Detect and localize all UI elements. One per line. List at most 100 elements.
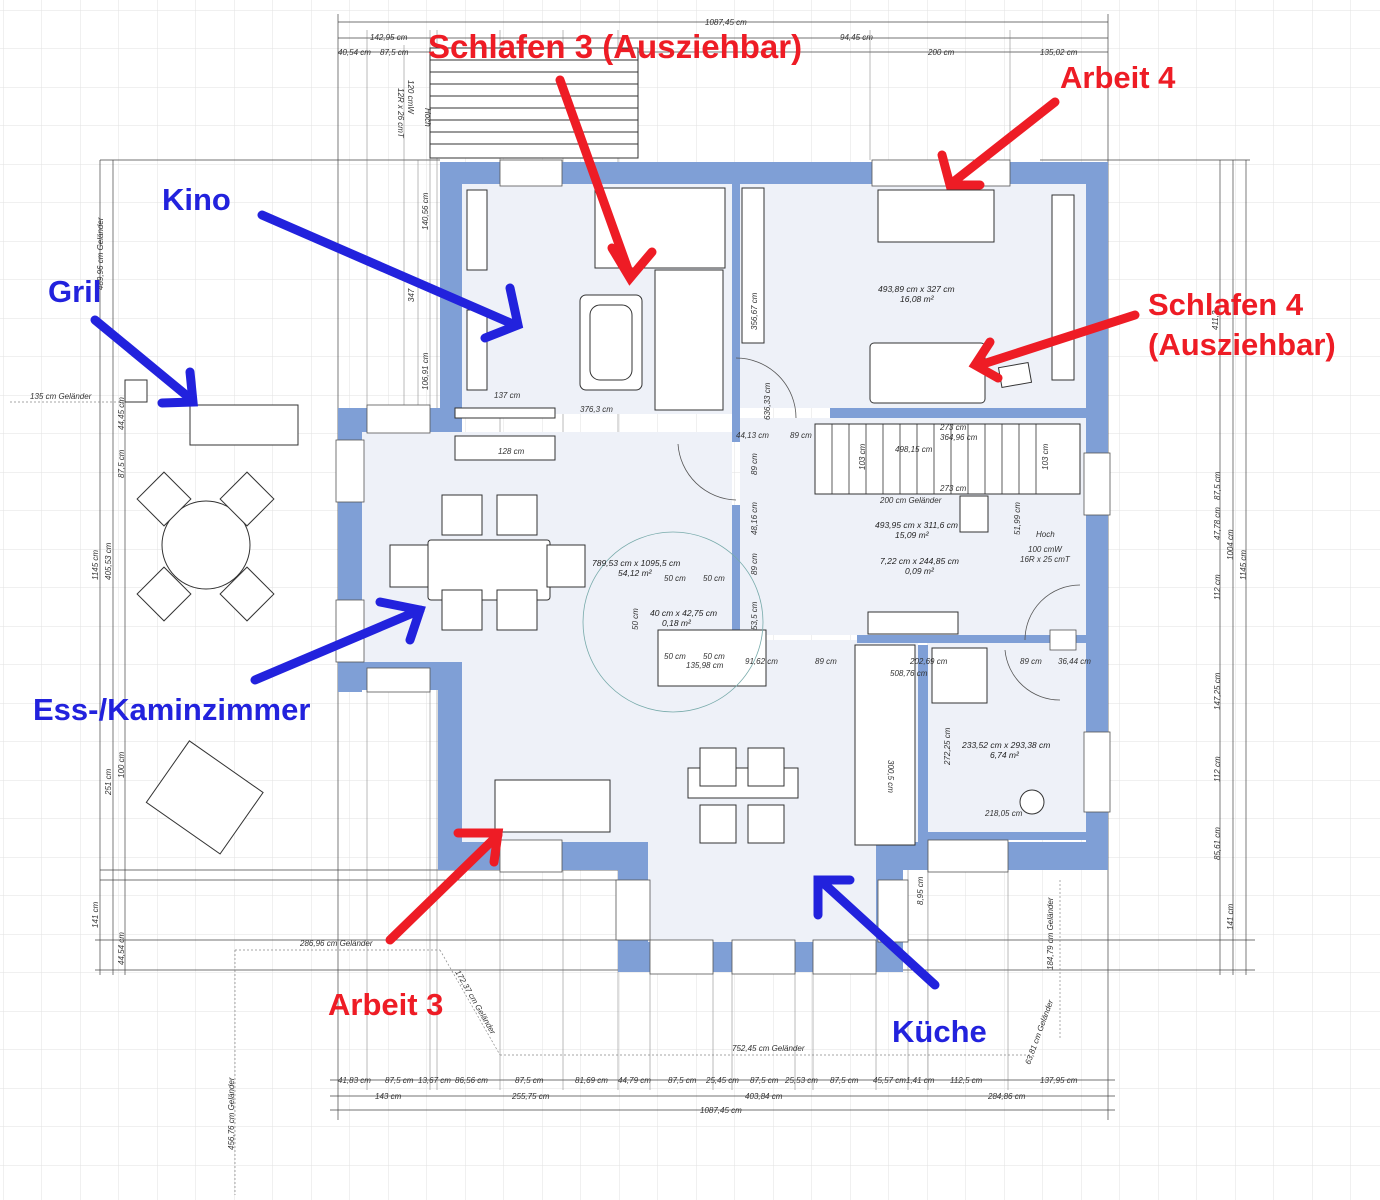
- room-flur-size: 493,95 cm x 311,6 cm: [875, 520, 958, 530]
- room-bad-size: 233,52 cm x 293,38 cm: [961, 740, 1050, 750]
- dim-r-4778: 47,78 cm: [1213, 507, 1222, 540]
- dim-top-e: 200 cm: [927, 48, 955, 57]
- dim-left-rail-top: 489,96 cm Geländer: [96, 217, 105, 290]
- label-arbeit4: Arbeit 4: [1060, 60, 1176, 95]
- room-main-size: 789,53 cm x 1095,5 cm: [592, 558, 680, 568]
- dim-b-28486: 284,86 cm: [987, 1092, 1026, 1101]
- dim-left-1145: 1145 cm: [91, 550, 100, 580]
- arrowhead-kino: [480, 283, 524, 343]
- arrowhead-arbeit3: [453, 828, 504, 867]
- arrow-kino: [257, 210, 520, 330]
- dim-63633: 636,33 cm: [763, 382, 772, 420]
- dim-left-rail-mid: 135 cm Geländer: [30, 392, 92, 401]
- room-flur-area: 15,09 m²: [895, 530, 930, 540]
- dim-50876: 508,76 cm: [890, 669, 928, 678]
- dim-50a: 50 cm: [664, 574, 686, 583]
- dim-89c: 89 cm: [750, 553, 759, 575]
- arrow-arbeit4: [947, 97, 1060, 188]
- dim-3005: 300,5 cm: [886, 760, 895, 793]
- dim-89e: 89 cm: [1020, 657, 1042, 666]
- dim-b-875b: 87,5 cm: [515, 1076, 544, 1085]
- dim-b-875e: 87,5 cm: [830, 1076, 859, 1085]
- arrow-schlafen3: [555, 75, 635, 280]
- dim-b-143: 143 cm: [375, 1092, 402, 1101]
- dim-left-4445: 44,45 cm: [117, 397, 126, 430]
- dim-20269: 202,69 cm: [909, 657, 948, 666]
- door-arcs: [582, 357, 1081, 713]
- dim-49815: 498,15 cm: [895, 445, 933, 454]
- dim-left-40553: 405,53 cm: [104, 542, 113, 580]
- arrow-arbeit3: [385, 830, 503, 945]
- dim-stair-top-2: 12R x 26 cmT: [396, 88, 405, 139]
- label-ess-kaminzimmer: Ess-/Kaminzimmer: [33, 692, 310, 727]
- gel-45676: 456,76 cm Geländer: [227, 1077, 236, 1150]
- dim-5199: 51,99 cm: [1013, 502, 1022, 535]
- arrowhead-arbeit4: [937, 150, 985, 190]
- dim-50c: 50 cm: [664, 652, 686, 661]
- dim-left-875: 87,5 cm: [117, 449, 126, 478]
- dim-top-a: 142,95 cm: [370, 33, 408, 42]
- dim-50d: 50 cm: [703, 652, 725, 661]
- label-kino: Kino: [162, 182, 231, 217]
- label-gril: Gril: [48, 274, 101, 309]
- dim-b-875c: 87,5 cm: [668, 1076, 697, 1085]
- room-arbeit4-size: 493,89 cm x 327 cm: [878, 284, 955, 294]
- dim-10691: 106,91 cm: [421, 352, 430, 390]
- dimension-labels: 1087,45 cm 142,95 cm 94,45 cm 40,54 cm 8…: [30, 18, 1248, 1150]
- dim-r-112b: 112 cm: [1213, 756, 1222, 782]
- room-island-size: 40 cm x 42,75 cm: [650, 608, 717, 618]
- dim-4413: 44,13 cm: [736, 431, 769, 440]
- dim-3644: 36,44 cm: [1058, 657, 1091, 666]
- dim-top-c: 40,54 cm: [338, 48, 371, 57]
- dim-b-875a: 87,5 cm: [385, 1076, 414, 1085]
- dim-r-1004: 1004 cm: [1226, 529, 1235, 560]
- dim-stair-r-2: 100 cmW: [1028, 545, 1063, 554]
- dim-stair-top-3: Hoch: [423, 108, 432, 127]
- gel-28696: 286,96 cm Geländer: [299, 939, 373, 948]
- dim-50e: 50 cm: [631, 608, 640, 630]
- stairs-top: [429, 47, 639, 159]
- dim-103a: 103 cm: [858, 443, 867, 470]
- arrowhead-ess: [375, 597, 426, 645]
- arrow-kuche: [815, 875, 940, 990]
- dim-top-total: 1087,45 cm: [705, 18, 747, 27]
- red-arrows: [385, 75, 1140, 945]
- dim-3763: 376,3 cm: [580, 405, 613, 414]
- arrow-gril: [90, 315, 197, 405]
- dim-b-2553: 25,53 cm: [784, 1076, 818, 1085]
- dim-b-8169: 81,69 cm: [575, 1076, 608, 1085]
- dim-b-141: 1,41 cm: [906, 1076, 935, 1085]
- arrowhead-schlafen3: [607, 243, 657, 286]
- dim-36496: 364,96 cm: [940, 433, 978, 442]
- arrow-ess: [250, 605, 425, 685]
- dim-103b: 103 cm: [1041, 443, 1050, 470]
- gel-75245: 752,45 cm Geländer: [732, 1044, 805, 1053]
- dim-35667: 356,67 cm: [750, 292, 759, 330]
- label-schlafen3: Schlafen 3 (Ausziehbar): [428, 28, 802, 65]
- dim-b-40384: 403,84 cm: [745, 1092, 783, 1101]
- dim-89a: 89 cm: [790, 431, 812, 440]
- dim-b-13795: 137,95 cm: [1040, 1076, 1078, 1085]
- dim-50b: 50 cm: [703, 574, 725, 583]
- dim-stair-top-1: 120 cmW: [406, 80, 415, 115]
- dim-b-2545: 25,45 cm: [705, 1076, 739, 1085]
- dim-14056: 140,56 cm: [421, 192, 430, 230]
- arrowhead-gril: [157, 367, 198, 408]
- dim-200gel: 200 cm Geländer: [879, 496, 942, 505]
- dim-r-4113: 411,3: [1211, 310, 1220, 330]
- room-island-area: 0,18 m²: [662, 618, 692, 628]
- dim-b-8656: 86,56 cm: [455, 1076, 488, 1085]
- dim-stair-r-1: Hoch: [1036, 530, 1055, 539]
- dim-left-141: 141 cm: [91, 901, 100, 928]
- dim-128: 128 cm: [498, 447, 525, 456]
- dim-347: 347: [407, 288, 416, 302]
- room-small-area: 0,09 m²: [905, 566, 935, 576]
- dim-left-4454: 44,54 cm: [117, 932, 126, 965]
- dim-895: 8,95 cm: [916, 876, 925, 905]
- dim-left-251: 251 cm: [104, 768, 113, 796]
- dim-9162: 91,62 cm: [745, 657, 778, 666]
- dim-137: 137 cm: [494, 391, 521, 400]
- arrowhead-kuche: [813, 875, 855, 920]
